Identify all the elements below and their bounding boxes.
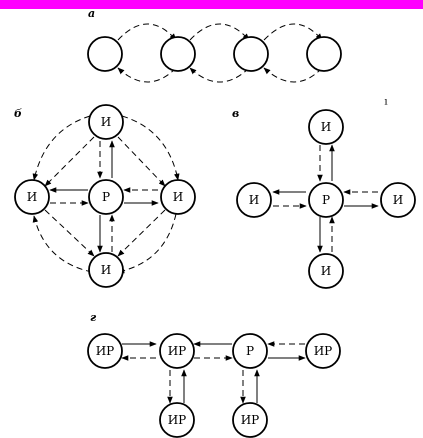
panel-a: а: [87, 7, 342, 83]
node-b-left-label: И: [27, 190, 37, 204]
node-b-top-label: И: [101, 115, 111, 129]
diag-b-4: [44, 209, 95, 257]
node-b-right-label: И: [173, 190, 183, 204]
node-v-right: [380, 182, 416, 218]
node-b-left: [14, 179, 50, 215]
arc-a-top-3: [263, 23, 323, 41]
diag-b-2: [117, 136, 166, 187]
node-g-2-label: ИР: [168, 344, 187, 358]
node-g-4-label: ИР: [314, 344, 333, 358]
node-a-1: [87, 36, 123, 72]
diag-b-3: [117, 209, 166, 257]
node-b-bottom-label: И: [101, 263, 111, 277]
node-b-top: [88, 104, 124, 140]
node-v-right-label: И: [393, 193, 403, 207]
node-a-3: [233, 36, 269, 72]
ring-b-3: [117, 213, 177, 274]
node-b-bottom: [88, 252, 124, 288]
stray-mark: ı: [384, 97, 387, 108]
arc-a-bottom-1: [117, 67, 177, 83]
node-g-1: [87, 333, 123, 369]
panel-g-label: г: [90, 311, 97, 324]
node-g-2: [159, 333, 195, 369]
panel-g: г ИР ИР Р ИР ИР ИР: [87, 311, 341, 438]
arc-a-top-2: [189, 23, 250, 41]
ring-b-4: [32, 215, 93, 273]
node-v-left: [236, 182, 272, 218]
panel-v: в ı И И Р И И: [232, 97, 416, 289]
arc-a-top-1: [117, 23, 177, 41]
node-v-top-label: И: [321, 120, 331, 134]
node-v-left-label: И: [249, 193, 259, 207]
node-b-right: [160, 179, 196, 215]
ring-b-1: [32, 115, 91, 181]
arc-a-bottom-3: [263, 67, 323, 83]
node-v-bottom-label: И: [321, 264, 331, 278]
panel-v-label: в: [232, 107, 239, 120]
node-b-center-label: Р: [102, 190, 110, 204]
node-g-3-label: Р: [246, 344, 254, 358]
node-g-5: [159, 402, 195, 438]
node-g-6: [232, 402, 268, 438]
top-color-bar: [0, 0, 423, 9]
node-v-top: [308, 109, 344, 145]
node-g-3: [232, 333, 268, 369]
node-g-6-label: ИР: [241, 413, 260, 427]
panel-b: б И И Р И И: [14, 104, 196, 288]
node-b-center: [88, 179, 124, 215]
node-g-1-label: ИР: [96, 344, 115, 358]
node-a-4: [306, 36, 342, 72]
panel-a-label: а: [88, 7, 95, 20]
node-g-4: [305, 333, 341, 369]
diag-b-1: [44, 136, 95, 187]
node-v-center: [308, 182, 344, 218]
arc-a-bottom-2: [189, 67, 250, 83]
node-g-5-label: ИР: [168, 413, 187, 427]
node-a-2: [160, 36, 196, 72]
node-v-center-label: Р: [322, 193, 330, 207]
node-v-bottom: [308, 253, 344, 289]
ring-b-2: [121, 115, 180, 181]
panel-b-label: б: [14, 107, 22, 120]
